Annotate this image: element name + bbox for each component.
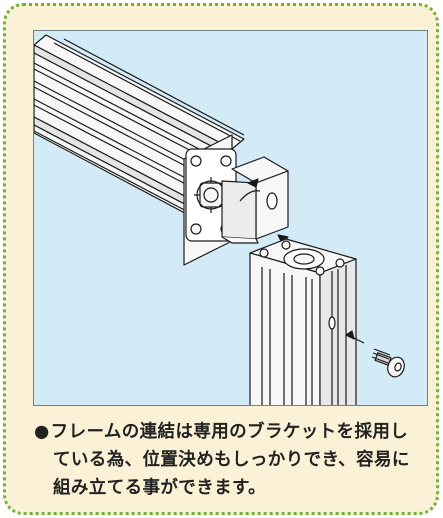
caption-line-2: ている為、位置決めもしっかりでき、容易に [53,450,410,470]
vertical-frame-extrusion [249,238,357,405]
caption-line-1: ●フレームの連結は専用のブラケットを採用し [34,418,426,446]
caption-text: ●フレームの連結は専用のブラケットを採用し ている為、位置決めもしっかりでき、容… [34,418,426,502]
assembly-illustration [33,30,428,406]
frame-bracket-drawing [34,34,405,405]
info-card: ●フレームの連結は専用のブラケットを採用し ている為、位置決めもしっかりでき、容… [3,3,439,515]
screw [345,330,405,378]
caption-line-3: 組み立てる事ができます。 [53,478,267,498]
bullet-icon: ● [34,422,50,442]
caption-line-1-text: フレームの連結は専用のブラケットを採用し [50,422,409,442]
